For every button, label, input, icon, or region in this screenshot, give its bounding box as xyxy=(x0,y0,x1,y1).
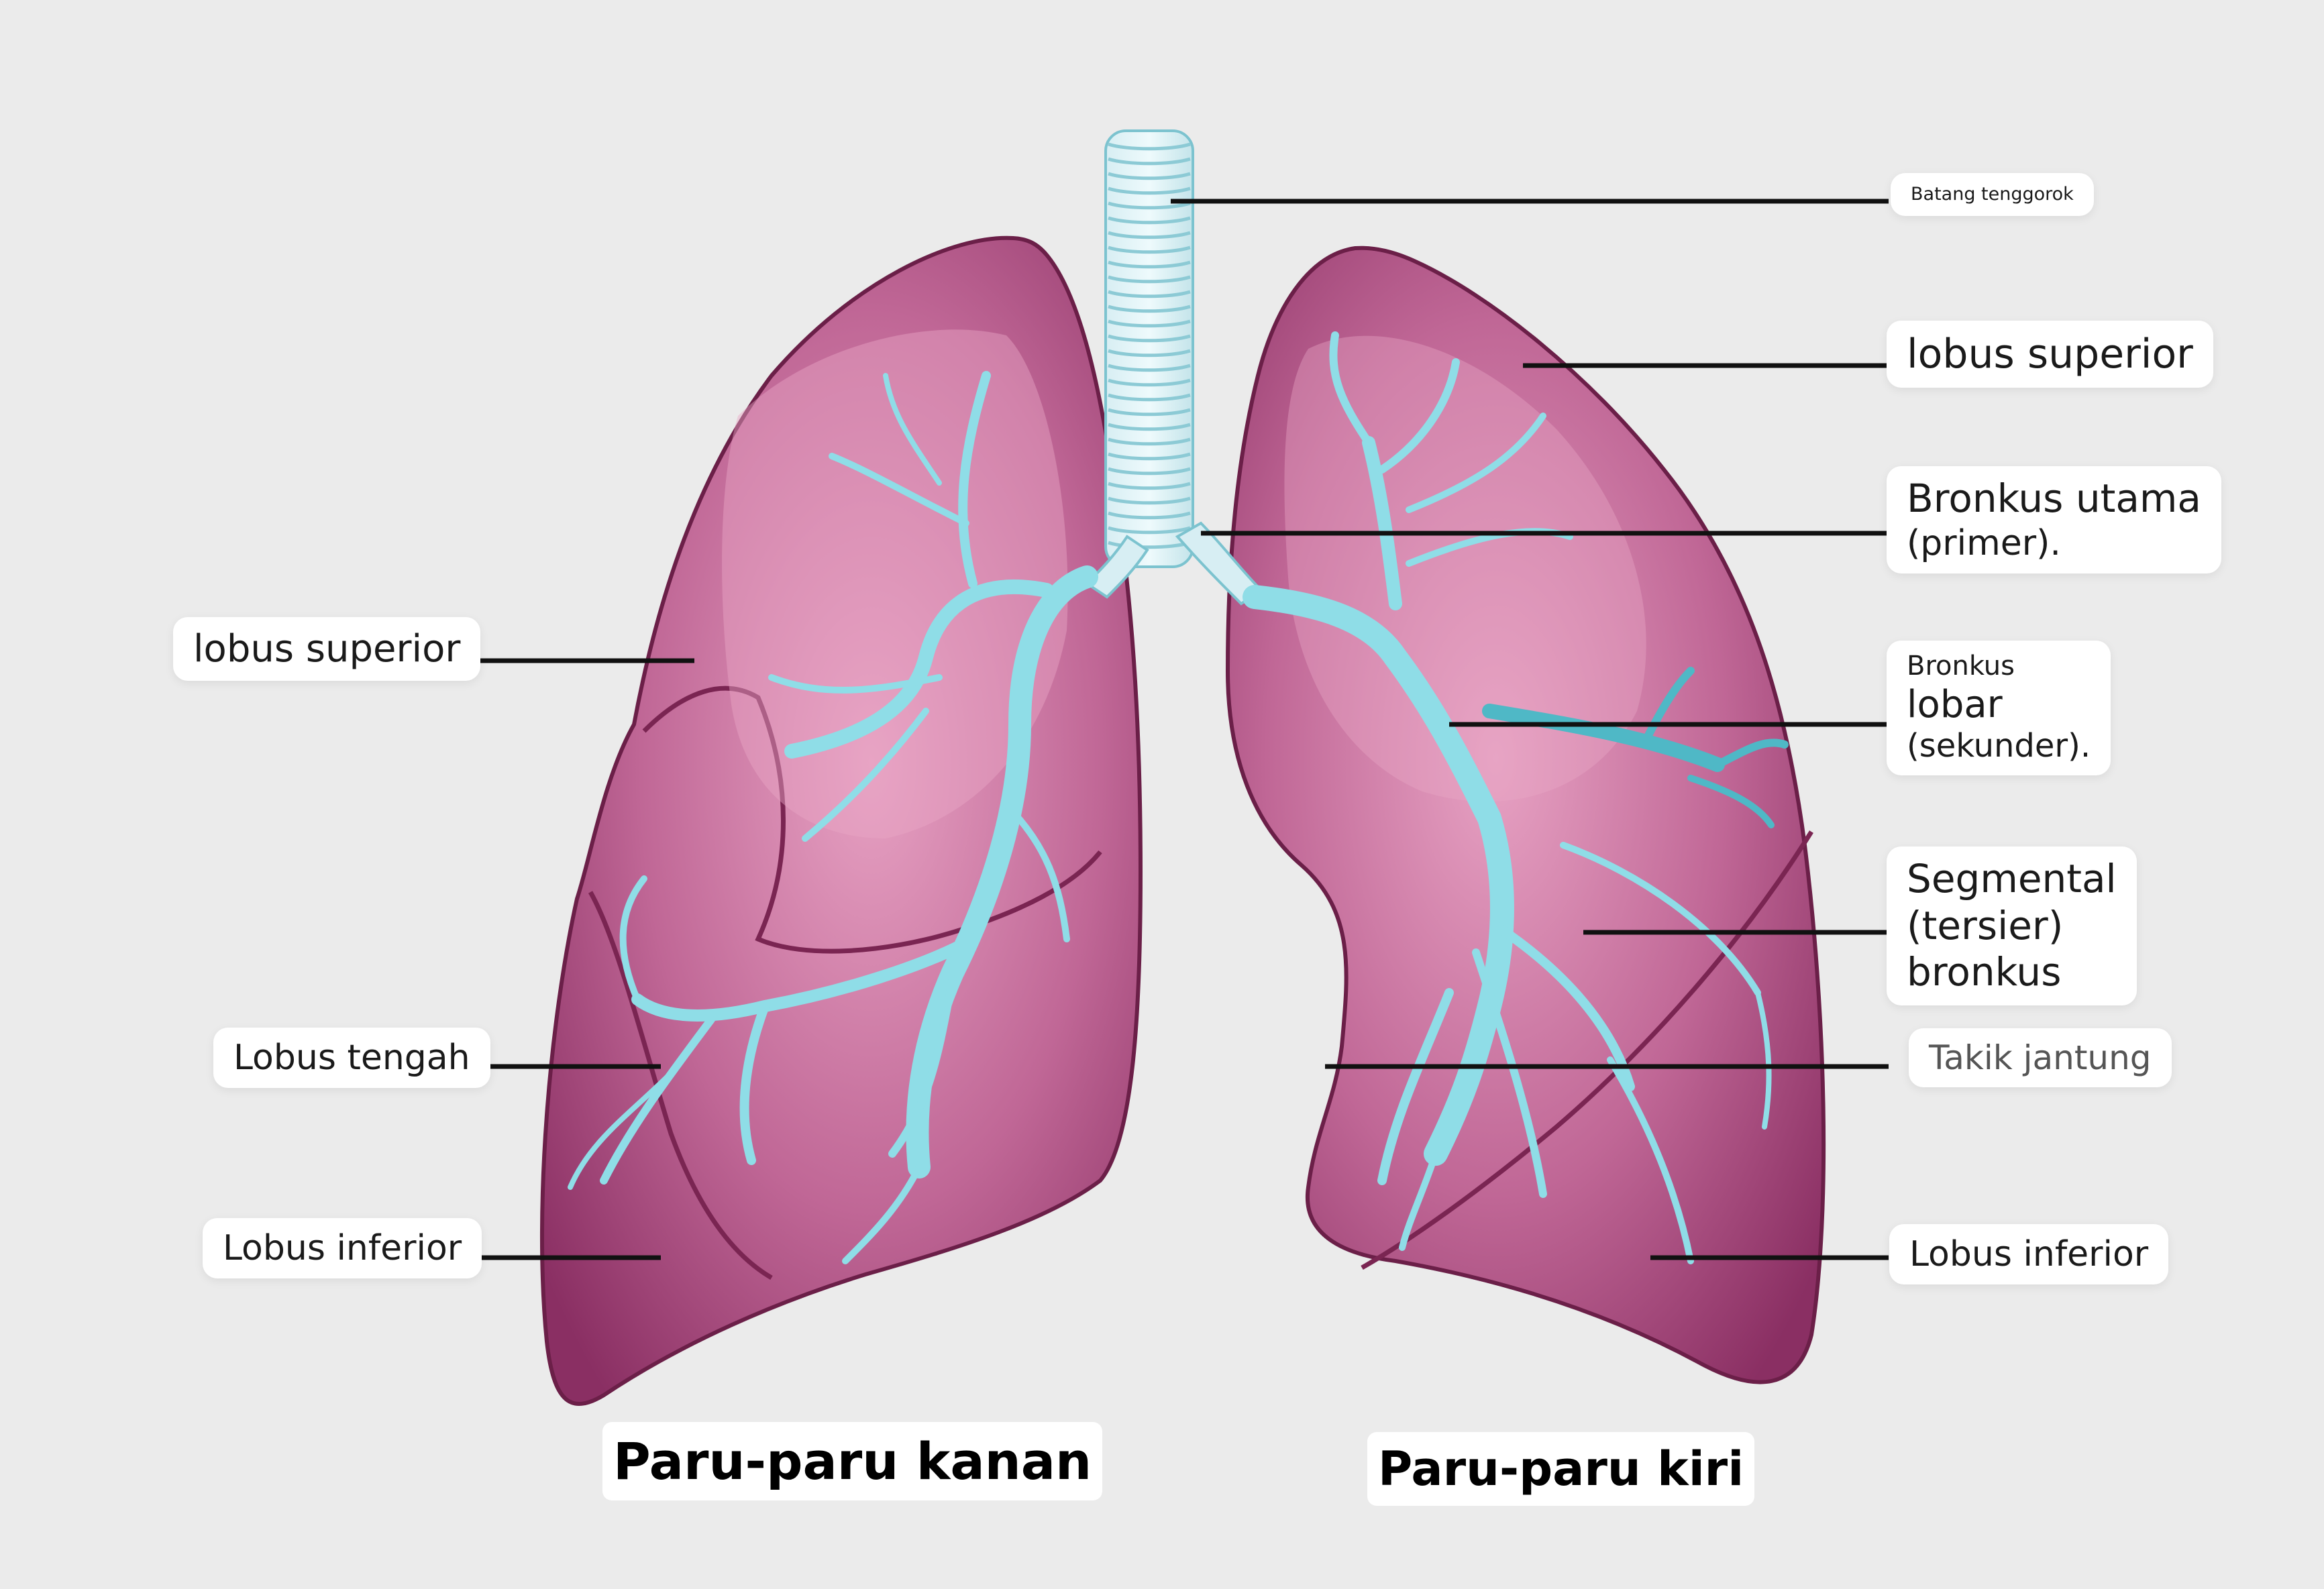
label-lobar-bronchus-line2: lobar xyxy=(1907,683,2003,726)
trachea-ring xyxy=(1108,423,1191,431)
label-left-superior-text: lobus superior xyxy=(1907,331,2193,378)
left-oblique-fissure xyxy=(1361,830,1813,1270)
right-lung-body xyxy=(539,235,1143,1406)
trachea-ring xyxy=(1108,393,1191,402)
label-right-superior-text: lobus superior xyxy=(193,627,461,671)
label-segmental-line1: Segmental xyxy=(1907,856,2117,901)
trachea-ring xyxy=(1108,142,1191,151)
label-primary-bronchus-line1: Bronkus utama xyxy=(1907,476,2201,521)
label-right-middle-lobe: Lobus tengah xyxy=(213,1028,490,1089)
label-lobar-bronchus-line3: (sekunder). xyxy=(1907,727,2091,765)
trachea-ring xyxy=(1108,452,1191,461)
left-lung-title-text: Paru-paru kiri xyxy=(1378,1441,1744,1496)
right-lung-title: Paru-paru kanan xyxy=(602,1422,1103,1500)
right-bronchial-tree xyxy=(568,371,1098,1264)
label-left-inferior-text: Lobus inferior xyxy=(1909,1234,2149,1274)
leader-lines xyxy=(476,199,1889,1260)
label-cardiac-notch-text: Takik jantung xyxy=(1929,1038,2152,1077)
right-lung-highlight xyxy=(722,329,1068,838)
trachea-ring xyxy=(1108,260,1191,269)
trachea-ring xyxy=(1108,364,1191,372)
trachea-ring xyxy=(1108,467,1191,476)
label-segmental-line3: bronkus xyxy=(1907,949,2062,995)
trachea-ring xyxy=(1108,305,1191,313)
label-trachea: Batang tenggorok xyxy=(1891,173,2094,217)
right-horizontal-fissure xyxy=(642,686,1102,954)
label-segmental-line2: (tersier) xyxy=(1907,902,2064,948)
left-bronchial-tree xyxy=(1243,331,1789,1264)
trachea xyxy=(1084,129,1264,606)
right-oblique-fissure xyxy=(588,891,773,1280)
label-right-middle-text: Lobus tengah xyxy=(233,1038,470,1078)
trachea-ring xyxy=(1108,319,1191,328)
trachea-ring xyxy=(1108,157,1191,166)
trachea-ring xyxy=(1108,231,1191,239)
label-segmental-bronchus: Segmental (tersier) bronkus xyxy=(1887,846,2137,1005)
trachea-ring xyxy=(1108,526,1191,535)
label-primary-bronchus: Bronkus utama (primer). xyxy=(1887,466,2221,573)
label-right-superior-lobe: lobus superior xyxy=(173,617,481,681)
trachea-ring xyxy=(1108,496,1191,505)
trachea-ring xyxy=(1108,378,1191,387)
label-right-inferior-text: Lobus inferior xyxy=(223,1228,462,1268)
right-primary-bronchus-tube xyxy=(1084,535,1149,599)
trachea-ring xyxy=(1108,245,1191,254)
trachea-ring xyxy=(1108,275,1191,284)
right-lung xyxy=(539,235,1143,1406)
right-lung-title-text: Paru-paru kanan xyxy=(613,1431,1092,1491)
label-lobar-bronchus: Bronkus lobar (sekunder). xyxy=(1887,641,2111,775)
trachea-ring xyxy=(1108,511,1191,520)
trachea-ring xyxy=(1108,349,1191,358)
trachea-ring xyxy=(1108,437,1191,446)
trachea-ring xyxy=(1108,290,1191,298)
trachea-ring xyxy=(1108,334,1191,343)
trachea-ring xyxy=(1108,216,1191,225)
label-lobar-bronchus-line1: Bronkus xyxy=(1907,651,2015,681)
label-left-inferior-lobe: Lobus inferior xyxy=(1889,1224,2169,1285)
trachea-ring xyxy=(1108,408,1191,417)
trachea-ring xyxy=(1108,482,1191,490)
trachea-ring xyxy=(1108,172,1191,180)
label-trachea-text: Batang tenggorok xyxy=(1911,184,2074,205)
trachea-ring xyxy=(1108,201,1191,210)
label-left-superior-lobe: lobus superior xyxy=(1887,321,2213,388)
left-lung-title: Paru-paru kiri xyxy=(1367,1432,1755,1506)
trachea-ring xyxy=(1108,186,1191,195)
label-right-inferior-lobe: Lobus inferior xyxy=(203,1218,482,1279)
left-lung xyxy=(1225,245,1826,1384)
label-cardiac-notch: Takik jantung xyxy=(1909,1028,2172,1087)
label-primary-bronchus-line2: (primer). xyxy=(1907,523,2061,563)
